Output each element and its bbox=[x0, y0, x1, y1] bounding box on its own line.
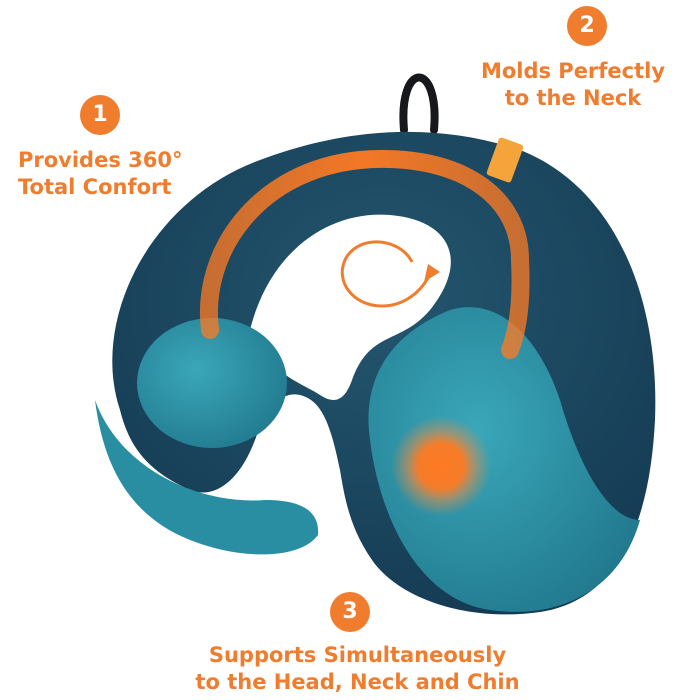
right-lobe bbox=[368, 307, 640, 612]
feature-2-number-badge: 2 bbox=[567, 6, 607, 46]
feature-1-line-2: Total Confort bbox=[18, 175, 172, 199]
feature-2-line-2: to the Neck bbox=[504, 86, 642, 110]
hanging-loop bbox=[399, 73, 439, 134]
feature-2-caption: Molds Perfectly to the Neck bbox=[460, 58, 686, 112]
pillow-neck-hole bbox=[250, 214, 451, 400]
heat-spot bbox=[391, 416, 491, 516]
brand-tag bbox=[486, 137, 524, 183]
feature-1-line-1: Provides 360° bbox=[18, 148, 183, 172]
support-arc bbox=[199, 150, 530, 359]
rotate-icon bbox=[340, 240, 430, 308]
feature-3-number-badge: 3 bbox=[330, 592, 370, 632]
feature-2-line-1: Molds Perfectly bbox=[480, 59, 666, 83]
left-lobe bbox=[137, 318, 287, 448]
rotate-arrowhead bbox=[424, 264, 440, 282]
feature-3-caption: Supports Simultaneously to the Head, Nec… bbox=[170, 642, 545, 696]
feature-1-number-badge: 1 bbox=[80, 95, 120, 135]
feature-3-line-1: Supports Simultaneously bbox=[208, 643, 507, 667]
pillow-light-band bbox=[95, 400, 319, 555]
feature-3-line-2: to the Head, Neck and Chin bbox=[195, 670, 520, 694]
feature-1-caption: Provides 360° Total Confort bbox=[18, 147, 182, 201]
